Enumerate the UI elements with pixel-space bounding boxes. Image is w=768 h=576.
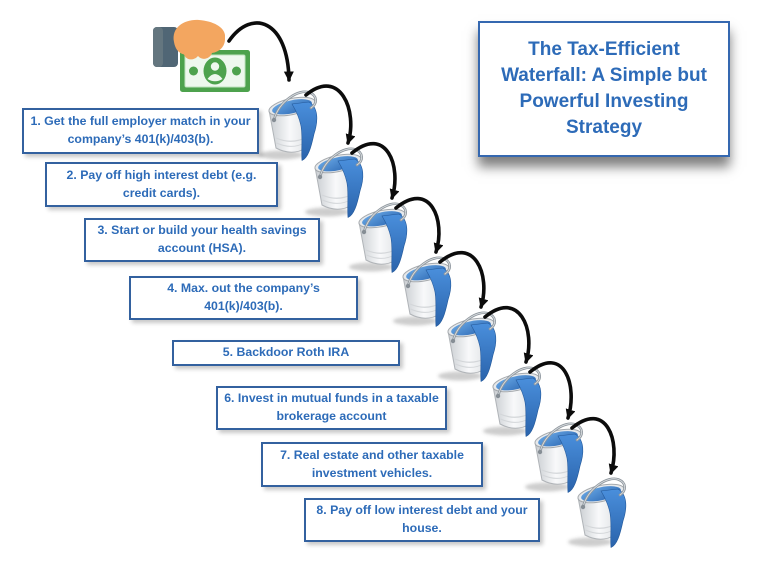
curved-arrow: [528, 361, 576, 420]
curved-arrow: [394, 196, 444, 254]
step-label: 8. Pay off low interest debt and your ho…: [316, 503, 528, 535]
curved-arrow: [483, 305, 534, 364]
step-label: 4. Max. out the company’s 401(k)/403(b).: [167, 281, 320, 313]
step-label: 7. Real estate and other taxable investm…: [280, 447, 464, 480]
hand-giving-money-icon: [153, 19, 250, 92]
step-box-1: 1. Get the full employer match in your c…: [22, 108, 259, 154]
paint-bucket-icon: [349, 204, 407, 273]
step-label: 2. Pay off high interest debt (e.g. cred…: [66, 167, 257, 200]
curved-arrow: [438, 250, 489, 309]
step-box-2: 2. Pay off high interest debt (e.g. cred…: [45, 162, 278, 207]
step-label: 3. Start or build your health savings ac…: [97, 223, 307, 255]
paint-bucket-icon: [305, 149, 363, 218]
dollar-bill-icon: [180, 50, 250, 92]
paint-bucket-icon: [568, 479, 626, 548]
step-label: 5. Backdoor Roth IRA: [222, 345, 350, 360]
title-box: The Tax-Efficient Waterfall: A Simple bu…: [478, 21, 730, 157]
slide-title: The Tax-Efficient Waterfall: A Simple bu…: [501, 38, 707, 139]
step-box-5: 5. Backdoor Roth IRA: [172, 340, 400, 366]
step-box-4: 4. Max. out the company’s 401(k)/403(b).: [129, 276, 358, 320]
curved-arrow: [350, 141, 400, 200]
paint-bucket-icon: [483, 368, 541, 437]
step-box-7: 7. Real estate and other taxable investm…: [261, 442, 483, 487]
paint-bucket-icon: [525, 424, 583, 493]
step-label: 6. Invest in mutual funds in a taxable b…: [224, 391, 439, 423]
step-label: 1. Get the full employer match in your c…: [30, 114, 251, 146]
paint-bucket-icon: [259, 92, 317, 161]
step-box-3: 3. Start or build your health savings ac…: [84, 218, 320, 262]
flow-arrows: [227, 21, 619, 475]
hand: [173, 19, 225, 60]
step-box-6: 6. Invest in mutual funds in a taxable b…: [216, 386, 447, 430]
paint-bucket-icon: [393, 258, 451, 327]
curved-arrow: [304, 84, 356, 145]
paint-bucket-icon: [438, 313, 496, 382]
curved-arrow: [227, 21, 294, 82]
curved-arrow: [570, 416, 619, 475]
step-box-8: 8. Pay off low interest debt and your ho…: [304, 498, 540, 542]
